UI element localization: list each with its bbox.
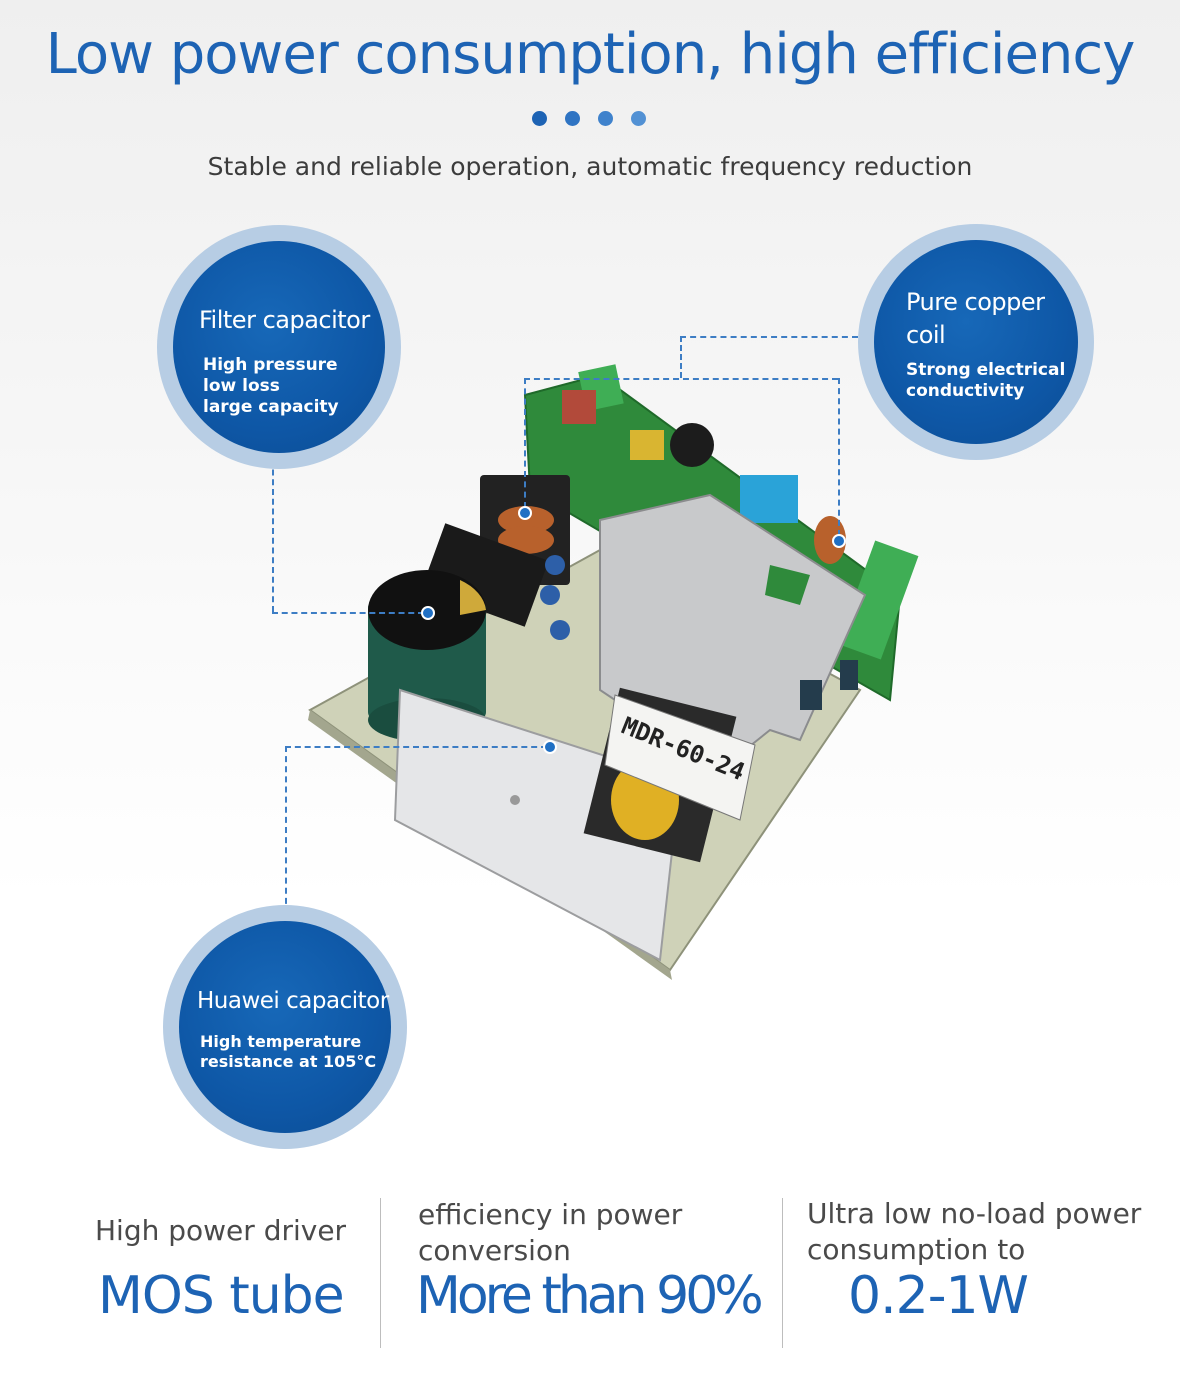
red-component <box>562 390 596 424</box>
filter-desc-line-2: low loss <box>203 376 280 396</box>
power-supply-board-image: MDR-60-24 <box>308 364 919 980</box>
filter-capacitor-callout: Filter capacitor High pressure low loss … <box>157 225 401 469</box>
copper-connector-vertical-1 <box>680 336 682 378</box>
copper-coil-callout: Pure copper coil Strong electrical condu… <box>858 224 1094 460</box>
stat-2-value: More than 90% <box>416 1266 764 1326</box>
dot-4 <box>631 111 646 126</box>
page-subtitle: Stable and reliable operation, automatic… <box>207 152 973 181</box>
green-terminal-right <box>837 540 919 660</box>
stat-divider-2 <box>782 1198 783 1348</box>
huawei-capacitor-marker <box>543 740 557 754</box>
dot-2 <box>565 111 580 126</box>
copper-title-line-2: coil <box>906 321 946 349</box>
filter-capacitor-marker <box>421 606 435 620</box>
copper-connector-horizontal <box>680 336 858 338</box>
yellow-component <box>630 430 664 460</box>
stat-1-label-line-1: High power driver <box>95 1214 347 1247</box>
blue-x-capacitor <box>740 475 798 523</box>
copper-desc-line-2: conductivity <box>906 381 1025 401</box>
black-varistor <box>670 423 714 467</box>
stat-1-label: High power driver <box>95 1213 346 1249</box>
filter-capacitor-title: Filter capacitor <box>199 306 370 334</box>
stat-2-label-line-2: conversion <box>418 1234 571 1267</box>
copper-connector-box-right <box>838 378 840 536</box>
filter-connector-horizontal <box>272 612 424 614</box>
huawei-capacitor-callout: Huawei capacitor High temperature resist… <box>163 905 407 1149</box>
stat-2-label-line-1: efficiency in power <box>418 1198 683 1231</box>
choke-marker <box>518 506 532 520</box>
model-label-plate <box>604 694 756 821</box>
huawei-desc-line-1: High temperature <box>200 1032 362 1051</box>
filter-connector-vertical <box>272 450 274 612</box>
stat-1-value: MOS tube <box>98 1266 345 1326</box>
copper-coil-desc: Strong electrical conductivity <box>906 360 1065 402</box>
stat-divider-1 <box>380 1198 381 1348</box>
huawei-capacitor-title: Huawei capacitor <box>197 988 389 1014</box>
filter-desc-line-3: large capacity <box>203 397 339 417</box>
huawei-capacitor-desc: High temperature resistance at 105°C <box>200 1032 376 1072</box>
stat-3-label: Ultra low no-load power consumption to <box>807 1196 1141 1268</box>
dot-3 <box>598 111 613 126</box>
huawei-desc-line-2: resistance at 105°C <box>200 1052 377 1071</box>
copper-title-line-1: Pure copper <box>906 288 1045 316</box>
stat-3-label-line-1: Ultra low no-load power <box>807 1197 1142 1230</box>
filter-capacitor-desc: High pressure low loss large capacity <box>203 355 339 418</box>
copper-coil-marker <box>832 534 846 548</box>
copper-connector-box-left <box>524 378 526 508</box>
page-title: Low power consumption, high efficiency <box>45 22 1136 87</box>
huawei-connector-horizontal <box>285 746 547 748</box>
filter-desc-line-1: High pressure <box>203 355 338 375</box>
copper-coil-title: Pure copper coil <box>906 286 1045 352</box>
huawei-connector-vertical <box>285 746 287 914</box>
copper-desc-line-1: Strong electrical <box>906 360 1066 380</box>
copper-connector-box-top <box>524 378 838 380</box>
stat-3-label-line-2: consumption to <box>807 1233 1026 1266</box>
decorative-dots <box>532 111 646 126</box>
stat-2-label: efficiency in power conversion <box>418 1197 682 1269</box>
dot-1 <box>532 111 547 126</box>
stat-3-value: 0.2-1W <box>848 1266 1029 1326</box>
